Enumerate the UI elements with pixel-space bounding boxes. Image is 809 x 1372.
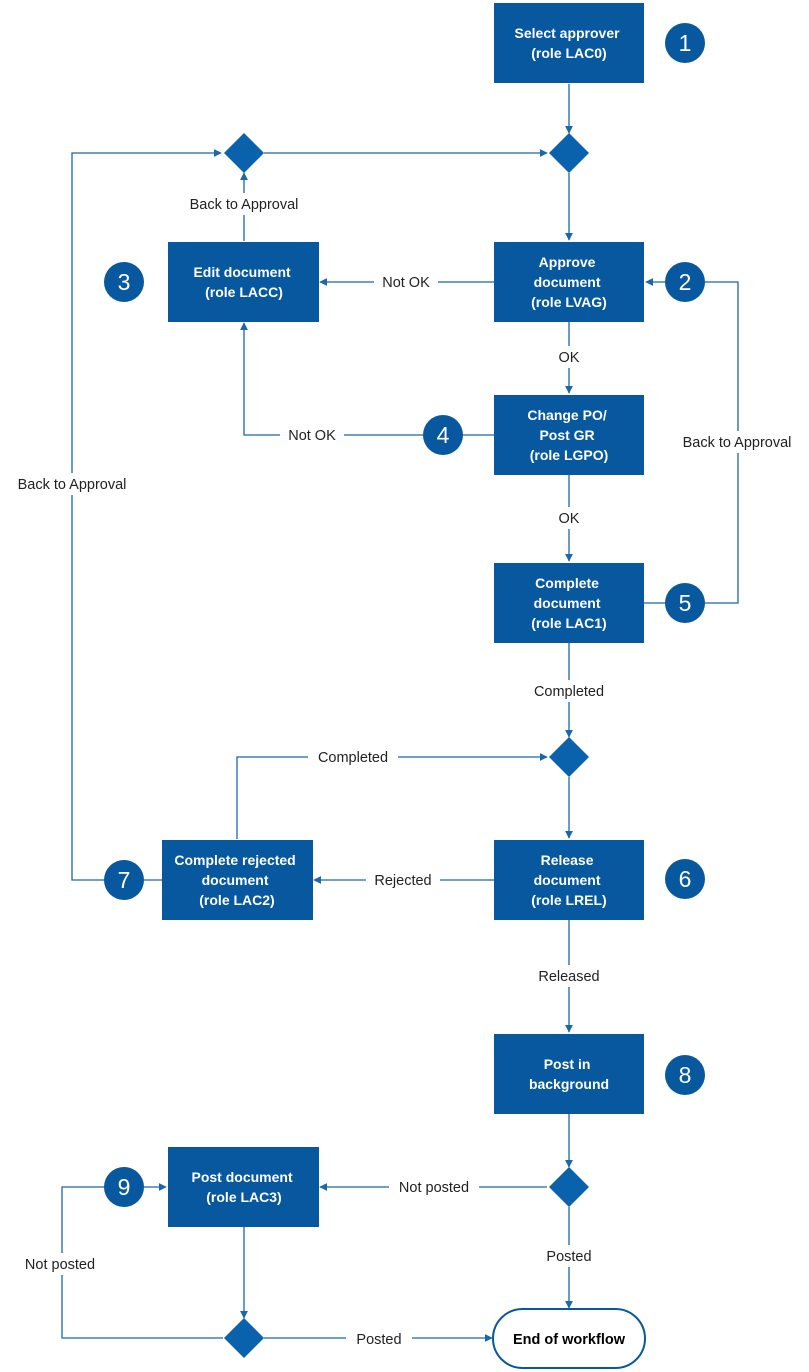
node-release-document-line-2: document <box>534 872 601 888</box>
svg-text:Select approver (role LA: Select approver (role LAC0) <box>515 25 624 61</box>
step-badge-6: 6 <box>665 859 705 899</box>
edge-label-released: Released <box>538 969 599 985</box>
node-change-po-line-1: Change PO/ <box>527 407 606 423</box>
edge-label-ok-change: OK <box>559 511 580 527</box>
svg-text:3: 3 <box>118 269 131 295</box>
node-edit-document-line-1: Edit document <box>193 264 291 280</box>
edge-label-not-ok-approve: Not OK <box>382 275 430 291</box>
node-release-document-line-1: Release <box>541 852 594 868</box>
node-change-po-line-3: (role LGPO) <box>530 447 609 463</box>
node-complete-rejected-line-2: document <box>202 872 269 888</box>
svg-text:2: 2 <box>679 269 692 295</box>
edge-label-ok-approve: OK <box>559 350 580 366</box>
svg-text:6: 6 <box>679 866 692 892</box>
svg-text:Post document (role LAC3: Post document (role LAC3) <box>191 1169 296 1205</box>
node-post-document-line-2: (role LAC3) <box>206 1189 281 1205</box>
end-of-workflow-label: End of workflow <box>513 1332 626 1348</box>
node-complete-rejected-document: Complete rejected document (role LAC2) <box>162 840 313 920</box>
node-post-document: Post document (role LAC3) <box>168 1147 319 1227</box>
node-complete-document-line-3: (role LAC1) <box>531 615 606 631</box>
svg-text:4: 4 <box>437 422 450 448</box>
node-complete-rejected-line-1: Complete rejected <box>174 852 295 868</box>
node-complete-rejected-line-3: (role LAC2) <box>199 892 274 908</box>
edge-label-back-to-approval-top: Back to Approval <box>190 197 299 213</box>
node-edit-document-line-2: (role LACC) <box>205 284 283 300</box>
svg-text:8: 8 <box>679 1062 692 1088</box>
node-complete-document: Complete document (role LAC1) <box>494 563 644 643</box>
node-release-document: Release document (role LREL) <box>494 840 644 920</box>
edge-label-completed-complete: Completed <box>534 684 604 700</box>
step-badge-4: 4 <box>423 415 463 455</box>
svg-text:Complete rejected docume: Complete rejected document (role LAC2) <box>174 852 299 908</box>
step-badge-1: 1 <box>665 23 705 63</box>
edge-label-back-to-approval-right: Back to Approval <box>683 435 792 451</box>
svg-text:Complete document: Complete document (role LAC1) <box>531 575 606 631</box>
step-badge-9: 9 <box>104 1167 144 1207</box>
connector-change-to-edit <box>240 322 494 436</box>
edge-label-not-posted-left: Not posted <box>25 1257 95 1273</box>
node-approve-document-line-3: (role LVAG) <box>531 294 607 310</box>
svg-text:Change PO/ Post GR: Change PO/ Post GR (role LGPO) <box>527 407 610 463</box>
edge-label-not-ok-change: Not OK <box>288 428 336 444</box>
svg-text:9: 9 <box>118 1174 131 1200</box>
decision-diamond-top-left <box>224 133 264 173</box>
svg-text:1: 1 <box>679 30 692 56</box>
node-approve-document: Approve document (role LVAG) <box>494 242 644 322</box>
node-change-po: Change PO/ Post GR (role LGPO) <box>494 395 644 475</box>
step-badge-2: 2 <box>665 262 705 302</box>
edge-label-posted-bottom: Posted <box>356 1332 401 1348</box>
node-edit-document: Edit document (role LACC) <box>168 242 319 322</box>
step-badge-8: 8 <box>665 1055 705 1095</box>
node-select-approver-line-2: (role LAC0) <box>531 45 606 61</box>
node-post-in-background-line-2: background <box>529 1076 609 1092</box>
svg-text:Approve document (: Approve document (role LVAG) <box>531 254 607 310</box>
node-approve-document-line-2: document <box>534 274 601 290</box>
decision-diamond-posting <box>549 1167 589 1207</box>
decision-diamonds <box>224 133 589 1358</box>
node-release-document-line-3: (role LREL) <box>531 892 606 908</box>
edge-label-completed-rejected: Completed <box>318 750 388 766</box>
svg-text:5: 5 <box>679 590 692 616</box>
edge-label-posted-down: Posted <box>546 1249 591 1265</box>
node-approve-document-line-1: Approve <box>539 254 596 270</box>
node-post-in-background-line-1: Post in <box>544 1056 591 1072</box>
edge-labels: Back to Approval Not OK OK Not OK OK Bac… <box>5 193 804 1350</box>
node-complete-document-line-1: Complete <box>535 575 599 591</box>
svg-text:Edit document (role LACC: Edit document (role LACC) <box>193 264 294 300</box>
step-badge-5: 5 <box>665 583 705 623</box>
edge-label-not-posted-right: Not posted <box>399 1180 469 1196</box>
connector-rejected-to-release-diamond <box>236 753 548 839</box>
decision-diamond-top-right <box>549 133 589 173</box>
edge-label-back-to-approval-left: Back to Approval <box>18 477 127 493</box>
node-post-in-background: Post in background <box>494 1034 644 1114</box>
node-change-po-line-2: Post GR <box>539 427 594 443</box>
svg-text:7: 7 <box>118 867 131 893</box>
node-select-approver-line-1: Select approver <box>515 25 621 41</box>
edge-label-rejected: Rejected <box>374 873 431 889</box>
svg-text:Release document (: Release document (role LREL) <box>531 852 606 908</box>
decision-diamond-bottom <box>224 1318 264 1358</box>
end-of-workflow-terminal: End of workflow <box>492 1308 646 1369</box>
step-badge-7: 7 <box>104 860 144 900</box>
step-badge-3: 3 <box>104 262 144 302</box>
decision-diamond-release <box>549 737 589 777</box>
node-post-document-line-1: Post document <box>191 1169 292 1185</box>
node-select-approver: Select approver (role LAC0) <box>494 3 644 83</box>
node-complete-document-line-2: document <box>534 595 601 611</box>
svg-text:Post in background: Post in background <box>529 1056 609 1092</box>
